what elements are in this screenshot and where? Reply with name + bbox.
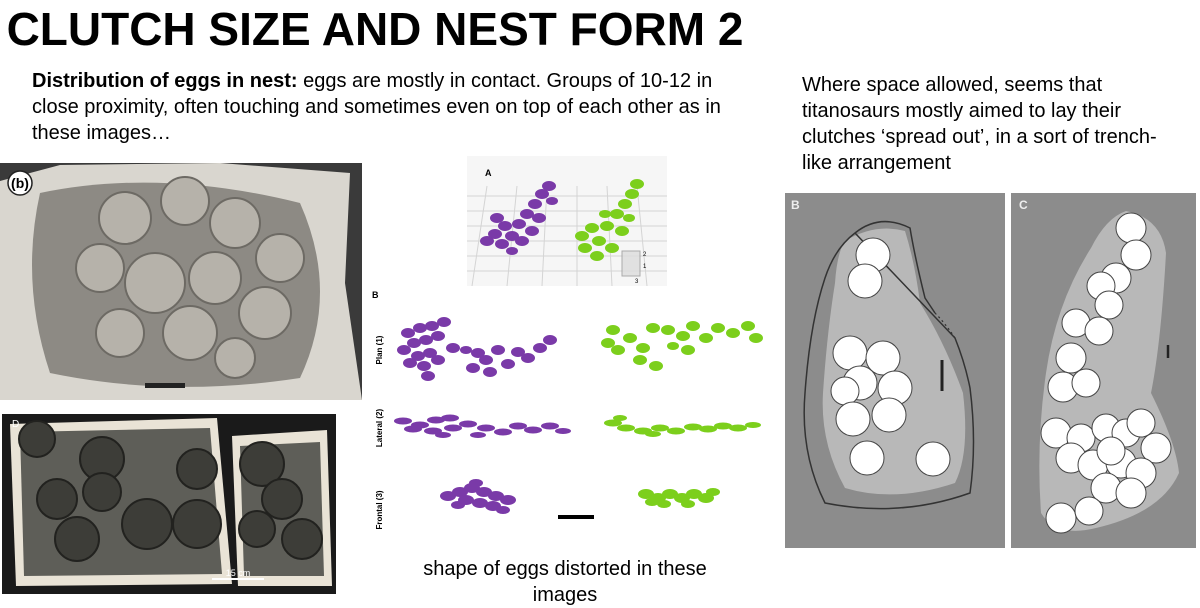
nest-b-label: B [791, 198, 800, 212]
model-a-3d: A 2 1 3 [467, 156, 667, 286]
intro-paragraph: Distribution of eggs in nest: eggs are m… [32, 68, 732, 146]
row-frontal-label: Frontal (3) [375, 490, 384, 529]
nest-c-label: C [1019, 198, 1028, 212]
row-lateral-label: Lateral (2) [375, 409, 384, 448]
slide-title: CLUTCH SIZE AND NEST FORM 2 [6, 3, 744, 55]
distortion-caption: shape of eggs distorted in these images [423, 558, 707, 606]
row-plan-label: Plan (1) [375, 335, 384, 364]
model-a-label: A [485, 168, 492, 178]
photo-b-label: (b) [11, 175, 29, 191]
nest-c-diagram: C [1011, 193, 1196, 548]
model-a-axis-3: 3 [635, 279, 639, 285]
photo-d-scale: 15 cm [226, 568, 251, 578]
photo-b-fossil-clutch: (b) [0, 163, 362, 400]
right-paragraph: Where space allowed, seems that titanosa… [802, 74, 1157, 174]
views-b-panel: B Plan (1) Lateral (2) Frontal (3) [372, 290, 763, 530]
model-a-axis-1: 1 [643, 264, 647, 270]
nest-b-diagram: B [785, 193, 1005, 548]
views-b-label: B [372, 290, 379, 300]
photo-d-label: D [12, 419, 19, 430]
intro-lead: Distribution of eggs in nest: [32, 70, 298, 92]
photo-d-egg-blocks: D 15 cm [2, 414, 336, 594]
model-a-axis-2: 2 [643, 252, 647, 258]
intro-body: eggs are mostly in contact. Groups of 10… [32, 70, 721, 144]
